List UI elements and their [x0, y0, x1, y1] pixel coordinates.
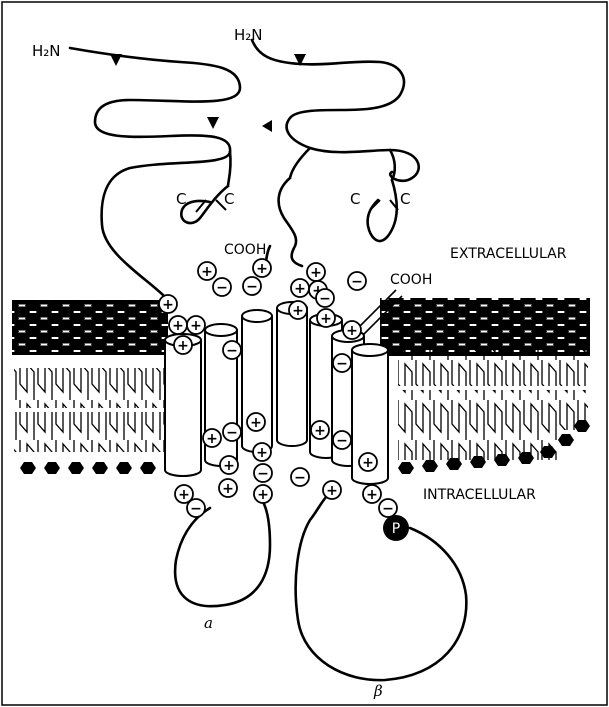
plus-sign: +: [326, 483, 338, 499]
minus-sign: −: [216, 280, 228, 296]
plus-sign: +: [190, 318, 202, 334]
minus-sign: −: [336, 433, 348, 449]
minus-sign: −: [257, 466, 269, 482]
plus-sign: +: [250, 415, 262, 431]
plus-sign: +: [256, 445, 268, 461]
glycosylation-triangle-icon: [207, 117, 219, 129]
plus-sign: +: [294, 281, 306, 297]
plus-sign: +: [362, 455, 374, 471]
minus-sign: −: [246, 279, 258, 295]
minus-sign: −: [190, 501, 202, 517]
minus-sign: −: [226, 425, 238, 441]
plus-sign: +: [206, 431, 218, 447]
cooh-label-left: COOH: [224, 242, 266, 258]
cys-label-2: C: [224, 190, 234, 208]
cooh-label-right: COOH: [390, 272, 432, 288]
minus-sign: −: [294, 470, 306, 486]
plus-sign: +: [223, 458, 235, 474]
plus-sign: +: [257, 487, 269, 503]
minus-sign: −: [382, 501, 394, 517]
plus-sign: +: [346, 323, 358, 339]
glycosylation-triangle-icon: [110, 54, 122, 66]
helix-4: [277, 308, 307, 446]
minus-sign: −: [351, 274, 363, 290]
plus-sign: +: [256, 261, 268, 277]
plus-sign: +: [172, 318, 184, 334]
nterm-label-left: H₂N: [32, 42, 61, 60]
glycosylation-triangle-icon: [262, 120, 272, 132]
plus-sign: +: [310, 265, 322, 281]
minus-sign: −: [319, 291, 331, 307]
cys-label-4: C: [400, 190, 410, 208]
plus-sign: +: [314, 423, 326, 439]
helix-1: [165, 340, 201, 476]
plus-sign: +: [320, 311, 332, 327]
plus-sign: +: [178, 487, 190, 503]
phosphorylation-site: P: [383, 515, 409, 541]
subunit-alpha-label: a: [204, 614, 213, 632]
subunit-beta-label: β: [373, 682, 383, 700]
intracellular-label: INTRACELLULAR: [423, 487, 536, 503]
minus-sign: −: [336, 356, 348, 372]
protein-chains: [70, 40, 419, 300]
plus-sign: +: [162, 297, 174, 313]
cys-label-3: C: [350, 190, 360, 208]
plus-sign: +: [201, 264, 213, 280]
phospho-label: P: [392, 521, 400, 537]
extracellular-label: EXTRACELLULAR: [450, 246, 567, 262]
cys-label-1: C: [176, 190, 186, 208]
minus-sign: −: [226, 343, 238, 359]
plus-sign: +: [222, 481, 234, 497]
plus-sign: +: [292, 303, 304, 319]
plus-sign: +: [366, 487, 378, 503]
nterm-label-right: H₂N: [234, 26, 263, 44]
plus-sign: +: [177, 338, 189, 354]
